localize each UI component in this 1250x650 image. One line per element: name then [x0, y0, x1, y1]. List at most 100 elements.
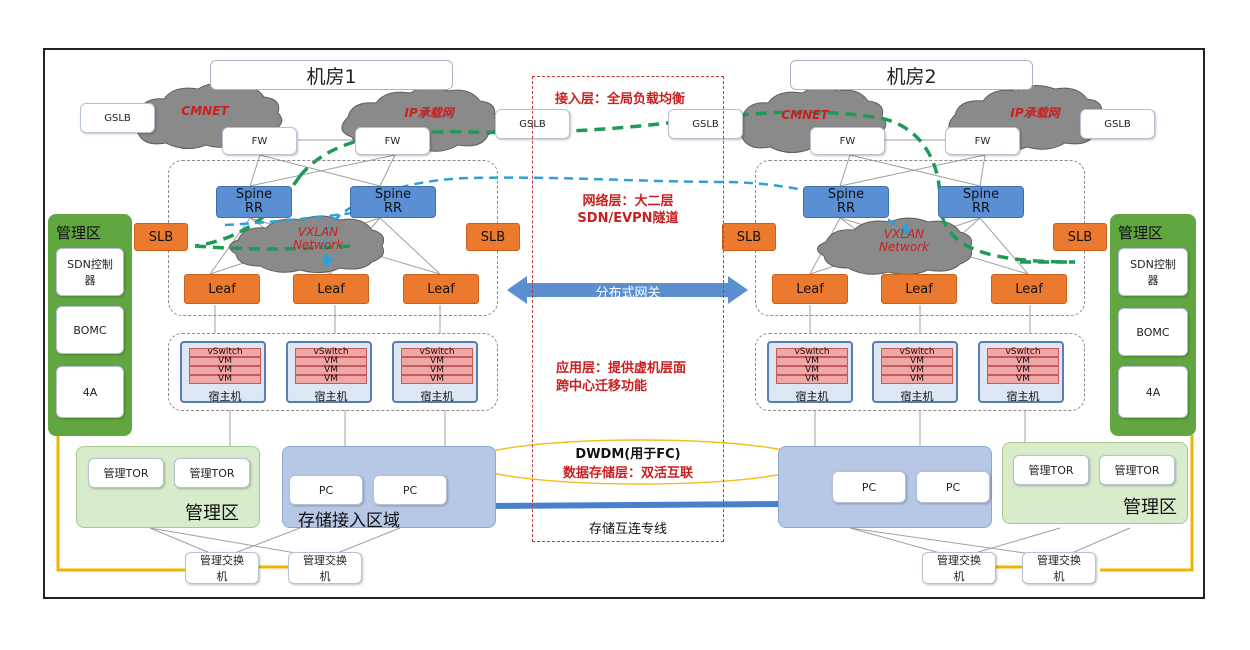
spine-label: Spine — [962, 187, 1000, 202]
vxlan-line2: Network — [292, 238, 344, 252]
room1-title: 机房1 — [210, 60, 453, 90]
sdn-controller-right: SDN控制器 — [1118, 248, 1188, 296]
pc-3: PC — [832, 471, 906, 503]
mgmt-tor-area-right: 管理TOR 管理TOR 管理区 — [1002, 442, 1188, 524]
rr-label: RR — [383, 201, 403, 216]
pc-2: PC — [373, 475, 447, 505]
vm-row: VM — [881, 357, 953, 366]
network-layer-label-2: SDN/EVPN隧道 — [577, 211, 679, 226]
spine-label: Spine — [235, 187, 273, 202]
dwdm-label: DWDM(用于FC) — [575, 447, 681, 462]
host-5: vSwitch VM VM VM 宿主机 — [872, 341, 958, 403]
mgmt-switch-4: 管理交换机 — [1022, 552, 1096, 584]
vm-row: VM — [987, 366, 1059, 375]
vswitch-row: vSwitch — [881, 348, 953, 357]
vm-row: VM — [189, 375, 261, 384]
slb-1: SLB — [134, 223, 188, 251]
leaf-5: Leaf — [881, 274, 957, 304]
cloud-label-cmnet-left: CMNET — [181, 104, 229, 118]
host-label: 宿主机 — [900, 390, 934, 403]
host-label: 宿主机 — [314, 390, 348, 403]
aaaa-left: 4A — [56, 366, 124, 418]
mgmt-switch-2: 管理交换机 — [288, 552, 362, 584]
slb-3: SLB — [722, 223, 776, 251]
host-6: vSwitch VM VM VM 宿主机 — [978, 341, 1064, 403]
mgmt-switch-1: 管理交换机 — [185, 552, 259, 584]
vm-row: VM — [776, 375, 848, 384]
mgmt-tor-4: 管理TOR — [1099, 455, 1175, 485]
green-dashed-return — [194, 244, 351, 251]
mgmt-tor-1: 管理TOR — [88, 458, 164, 488]
slb-4: SLB — [1053, 223, 1107, 251]
cloud-vxlan-left — [229, 215, 385, 274]
blue-arrowhead-right — [900, 222, 912, 236]
spine-label: Spine — [374, 187, 412, 202]
leaf-3: Leaf — [403, 274, 479, 304]
storage-link-label: 存储互连专线 — [588, 522, 667, 537]
storage-access-label: 存储接入区域 — [298, 511, 400, 531]
vm-row: VM — [295, 375, 367, 384]
vm-row: VM — [401, 375, 473, 384]
vm-row: VM — [401, 366, 473, 375]
vswitch-row: vSwitch — [295, 348, 367, 357]
storage-area-right: PC PC — [778, 446, 992, 528]
vm-row: VM — [189, 357, 261, 366]
vswitch-row: vSwitch — [987, 348, 1059, 357]
mgmt-zone-right-title: 管理区 — [1118, 224, 1164, 242]
rr-label: RR — [244, 201, 264, 216]
app-layer-label-2: 跨中心迁移功能 — [556, 379, 648, 394]
bomc-right: BOMC — [1118, 308, 1188, 356]
host-1: vSwitch VM VM VM 宿主机 — [180, 341, 266, 403]
app-layer-label-1: 应用层：提供虚机层面 — [556, 361, 687, 376]
aaaa-right: 4A — [1118, 366, 1188, 418]
vm-row: VM — [295, 366, 367, 375]
leaf-2: Leaf — [293, 274, 369, 304]
storage-link-line — [489, 501, 791, 509]
pc-1: PC — [289, 475, 363, 505]
access-layer-label: 接入层：全局负载均衡 — [555, 92, 686, 107]
room2-title: 机房2 — [790, 60, 1033, 90]
mgmt-zone-label-right: 管理区 — [1123, 497, 1177, 518]
vswitch-row: vSwitch — [776, 348, 848, 357]
leaf-6: Leaf — [991, 274, 1067, 304]
green-dashed-path-left — [194, 175, 302, 248]
slb-2: SLB — [466, 223, 520, 251]
vxlan-label-right: VXLAN Network — [864, 228, 944, 254]
host-label: 宿主机 — [795, 390, 829, 403]
vxlan-line2: Network — [878, 240, 930, 254]
fw-4: FW — [945, 127, 1020, 155]
host-label: 宿主机 — [1006, 390, 1040, 403]
mgmt-switch-3: 管理交换机 — [922, 552, 996, 584]
rr-label: RR — [971, 201, 991, 216]
cloud-vxlan-right — [817, 217, 973, 276]
host-area-room2 — [755, 333, 1085, 411]
vxlan-line1: VXLAN — [883, 227, 925, 241]
gslb-1: GSLB — [80, 103, 155, 133]
leaf-4: Leaf — [772, 274, 848, 304]
distributed-gateway-label: 分布式网关 — [595, 286, 661, 301]
cloud-label-cmnet-right: CMNET — [781, 108, 829, 122]
gateway-arrow — [507, 276, 748, 304]
vswitch-row: vSwitch — [189, 348, 261, 357]
host-4: vSwitch VM VM VM 宿主机 — [767, 341, 853, 403]
pc-4: PC — [916, 471, 990, 503]
cloud-label-ip-right: IP承载网 — [1010, 106, 1060, 120]
fw-1: FW — [222, 127, 297, 155]
vm-row: VM — [776, 357, 848, 366]
vm-row: VM — [295, 357, 367, 366]
vxlan-line1: VXLAN — [297, 225, 339, 239]
vm-row: VM — [987, 375, 1059, 384]
storage-access-area: PC PC — [282, 446, 496, 528]
vm-row: VM — [189, 366, 261, 375]
host-label: 宿主机 — [208, 390, 242, 403]
mgmt-zone-right-panel: 管理区 SDN控制器 BOMC 4A — [1110, 214, 1196, 436]
mgmt-tor-area-left: 管理TOR 管理TOR 管理区 — [76, 446, 260, 528]
center-column — [532, 76, 724, 542]
gslb-4: GSLB — [1080, 109, 1155, 139]
network-layer-label-1: 网络层：大二层 — [582, 194, 674, 209]
green-dashed-path — [298, 110, 1076, 264]
